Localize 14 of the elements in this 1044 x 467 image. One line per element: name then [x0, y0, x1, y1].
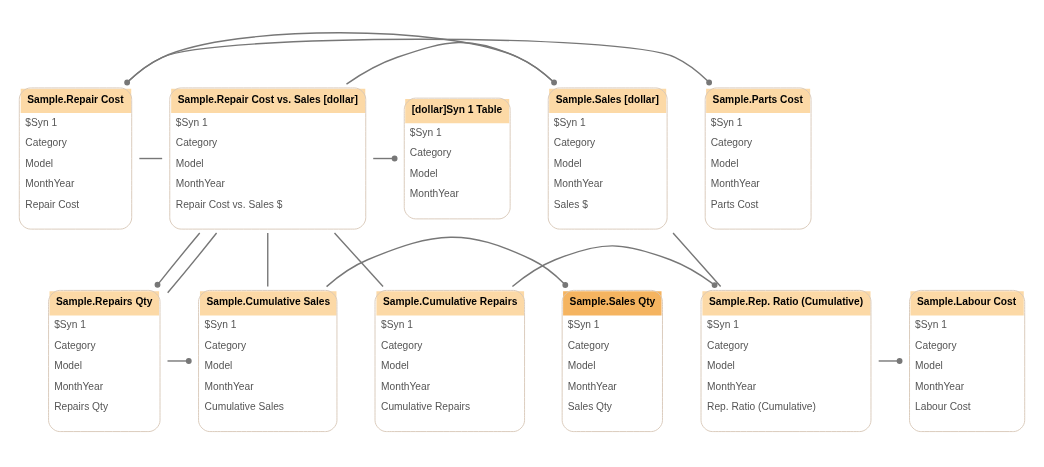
connector	[124, 38, 713, 85]
connector	[345, 41, 557, 85]
connector	[124, 31, 557, 85]
connector	[166, 357, 192, 364]
connector	[154, 231, 201, 288]
connector	[878, 357, 903, 364]
connector	[333, 231, 384, 287]
connector	[372, 155, 398, 161]
connector	[267, 231, 269, 287]
connector	[138, 157, 163, 159]
connector	[325, 236, 569, 288]
connector	[672, 231, 722, 287]
connector	[167, 231, 218, 293]
connector	[511, 244, 718, 288]
